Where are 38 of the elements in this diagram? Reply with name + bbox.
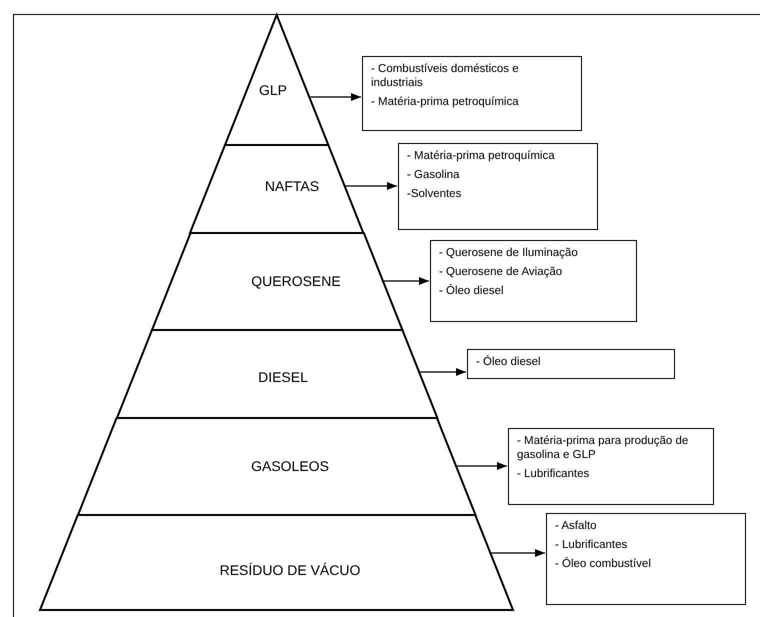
text-box	[398, 143, 598, 230]
text-box	[362, 56, 582, 131]
list-item: - Lubrificantes	[517, 467, 590, 481]
list-item: - Matéria-prima petroquímica	[407, 149, 556, 163]
list-item: -Solventes	[407, 187, 462, 201]
pyramid-band	[225, 15, 329, 145]
list-item: - Lubrificantes	[555, 538, 628, 552]
arrow	[455, 462, 507, 470]
arrow	[344, 182, 397, 190]
list-item: - Combustíveis domésticos e industriais	[371, 62, 520, 90]
pyramid-band	[40, 515, 514, 610]
list-item: - Asfalto	[555, 519, 598, 533]
arrow	[308, 93, 361, 101]
list-item: - Óleo diesel	[439, 284, 505, 298]
list-item: - Querosene de Aviação	[439, 265, 564, 279]
pyramid-band	[190, 145, 364, 233]
band-label: NAFTAS	[264, 178, 320, 194]
band-label: RESÍDUO DE VÁCUO	[220, 562, 360, 578]
text-box	[430, 240, 637, 322]
list-item: - Matéria-prima petroquímica	[371, 95, 520, 109]
list-item: - Querosene de Iluminação	[439, 246, 579, 260]
band-label: QUEROSENE	[251, 273, 341, 289]
pyramid-band	[152, 233, 402, 330]
arrow	[490, 549, 545, 557]
band-label: DIESEL	[258, 369, 308, 385]
arrow	[418, 368, 466, 376]
text-box	[508, 428, 714, 505]
list-item: - Matéria-prima para produção de gasolina e GLP	[517, 434, 690, 462]
pyramid-band	[78, 418, 476, 515]
list-item: - Óleo diesel	[476, 355, 542, 369]
list-item: - Óleo combustível	[555, 557, 652, 571]
band-label: GASOLEOS	[251, 458, 329, 474]
band-label: GLP	[258, 82, 287, 98]
text-box	[467, 349, 675, 379]
text-box	[546, 513, 746, 605]
pyramid-band	[116, 330, 438, 418]
list-item: - Gasolina	[407, 168, 460, 182]
arrow	[382, 277, 429, 285]
